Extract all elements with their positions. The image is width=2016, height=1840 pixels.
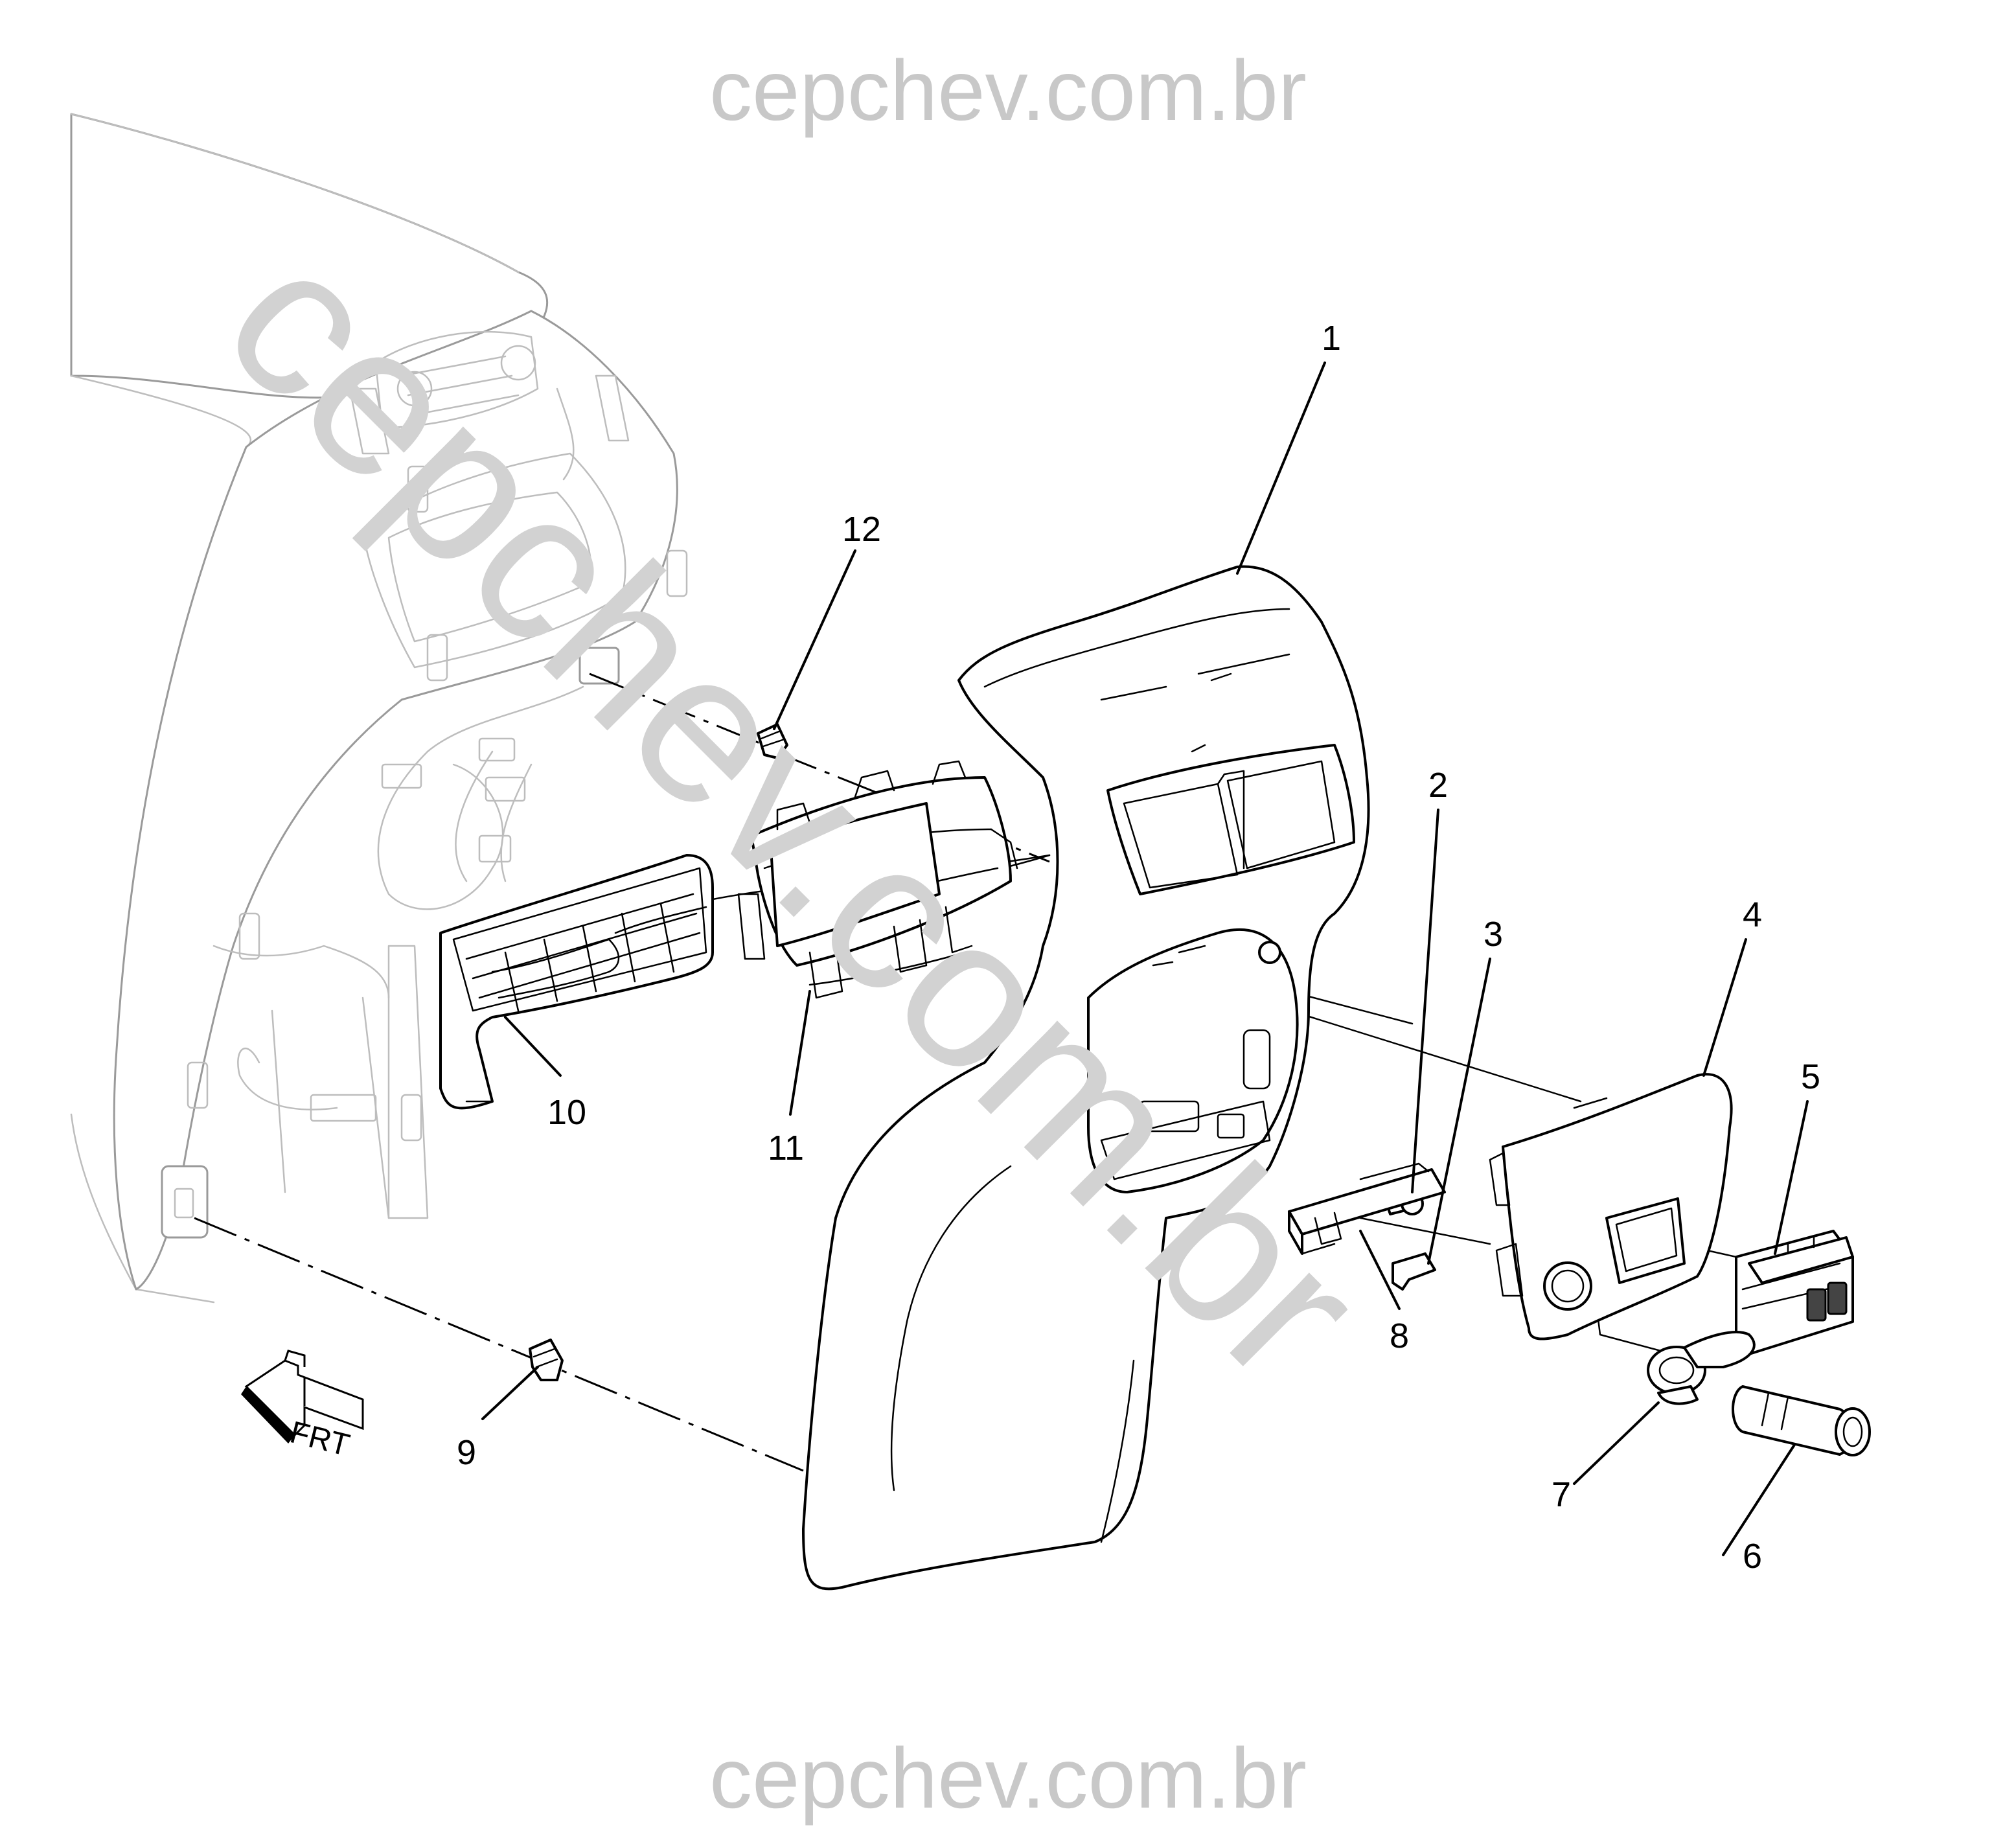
callout-leaders (481, 362, 1809, 1556)
part-9-retainer-clip (529, 1339, 564, 1381)
callout-7: 7 (1552, 1475, 1571, 1514)
callout-2: 2 (1428, 766, 1448, 805)
callout-1: 1 (1322, 319, 1341, 358)
part-3-clip (1392, 1252, 1436, 1291)
part-1-console-rear-panel (802, 565, 1370, 1591)
part-5-usb-receptacle (1735, 1230, 1854, 1355)
part-10-air-outlet-housing (439, 854, 714, 1110)
callout-10: 10 (547, 1093, 586, 1132)
callout-12: 12 (842, 510, 881, 549)
callout-5: 5 (1801, 1057, 1820, 1096)
callout-9: 9 (457, 1433, 476, 1472)
instrument-panel-assembly (70, 113, 688, 1304)
part-8-bracket (1288, 1162, 1446, 1255)
callout-6: 6 (1743, 1537, 1762, 1576)
callout-4: 4 (1743, 895, 1762, 934)
part-6-power-outlet (1732, 1385, 1871, 1456)
watermark-top: cepchev.com.br (709, 43, 1307, 138)
frt-orientation-indicator: FRT (241, 1350, 364, 1463)
callout-numbers: 1 2 3 4 5 6 7 8 9 10 11 12 (457, 319, 1820, 1576)
callout-8: 8 (1390, 1317, 1409, 1355)
front-direction-arrow-icon (241, 1350, 364, 1443)
part-4-console-bezel (1489, 1073, 1733, 1340)
part-7-retainer-ring (1647, 1331, 1756, 1405)
part-11-outlet-bezel (737, 760, 1018, 999)
callout-3: 3 (1483, 915, 1503, 954)
callout-11: 11 (768, 1129, 804, 1167)
watermark-bottom: cepchev.com.br (709, 1731, 1307, 1826)
